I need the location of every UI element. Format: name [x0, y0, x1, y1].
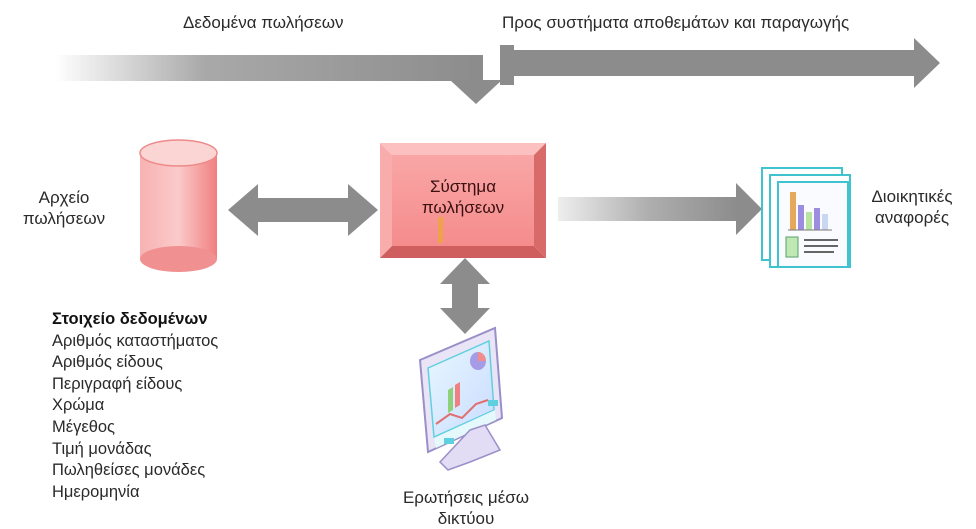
- management-reports-label: Διοικητικές αναφορές: [871, 187, 953, 227]
- to-systems-output-arrow: [500, 38, 940, 88]
- web-queries-label: Ερωτήσεις μέσω δικτύου: [402, 488, 530, 528]
- data-element-item: Μέγεθος: [52, 417, 116, 436]
- data-element-item: Τιμή μονάδας: [52, 439, 152, 458]
- data-element-item: Αριθμός είδους: [52, 353, 163, 372]
- system-web-double-arrow: [440, 258, 490, 334]
- sales-file-label: Αρχείο πωλήσεων: [22, 188, 106, 228]
- sales-data-input-arrow: [55, 55, 502, 104]
- sales-data-label: Δεδομένα πωλήσεων: [183, 13, 344, 32]
- sales-system-box: [380, 143, 546, 258]
- management-reports-icon: [761, 167, 851, 268]
- file-system-double-arrow: [228, 184, 378, 236]
- data-elements-header: Στοιχείο δεδομένων: [52, 310, 208, 328]
- data-elements-list: Στοιχείο δεδομένων Αριθμός καταστήματος …: [52, 309, 218, 503]
- data-element-item: Ημερομηνία: [52, 482, 140, 501]
- to-systems-label: Προς συστήματα αποθεμάτων και παραγωγής: [502, 13, 850, 32]
- system-to-reports-arrow: [558, 183, 762, 235]
- web-queries-monitor-icon: [418, 216, 504, 471]
- sales-file-cylinder-icon: [139, 139, 218, 272]
- data-element-item: Πωληθείσες μονάδες: [52, 461, 206, 480]
- sales-system-label: Σύστημα πωλήσεων: [421, 177, 505, 217]
- data-element-item: Χρώμα: [52, 396, 105, 415]
- data-element-item: Περιγραφή είδους: [52, 374, 183, 393]
- data-element-item: Αριθμός καταστήματος: [52, 331, 219, 350]
